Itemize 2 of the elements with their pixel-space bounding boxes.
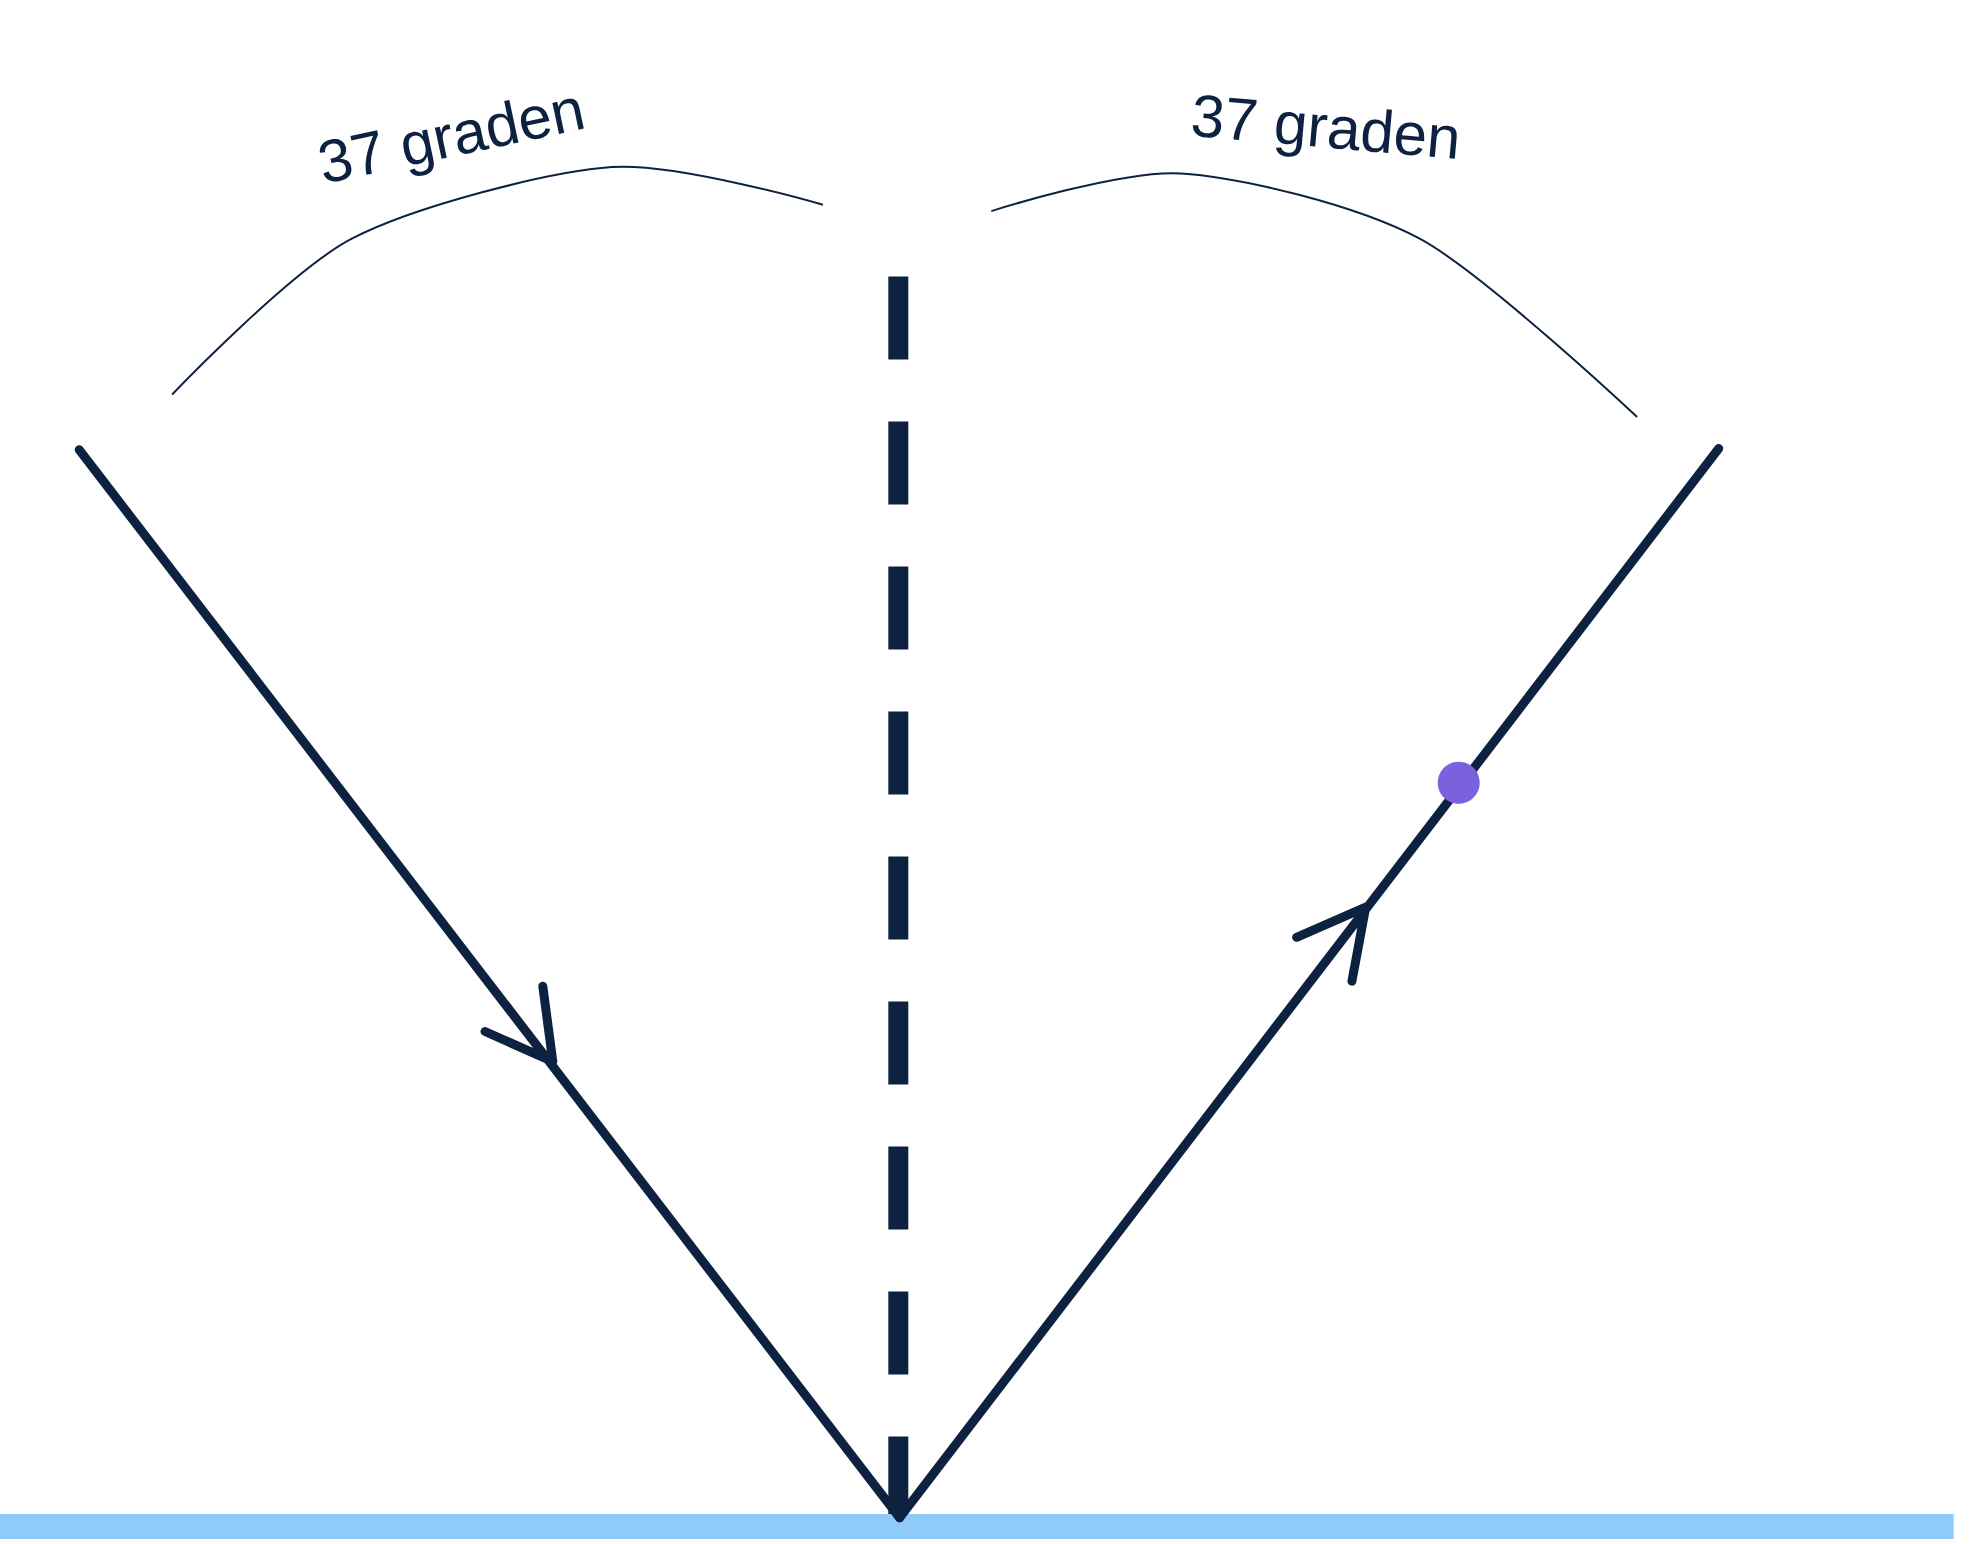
- angle-label: 37 graden: [319, 98, 584, 182]
- angle-label: 37 graden: [1192, 95, 1457, 159]
